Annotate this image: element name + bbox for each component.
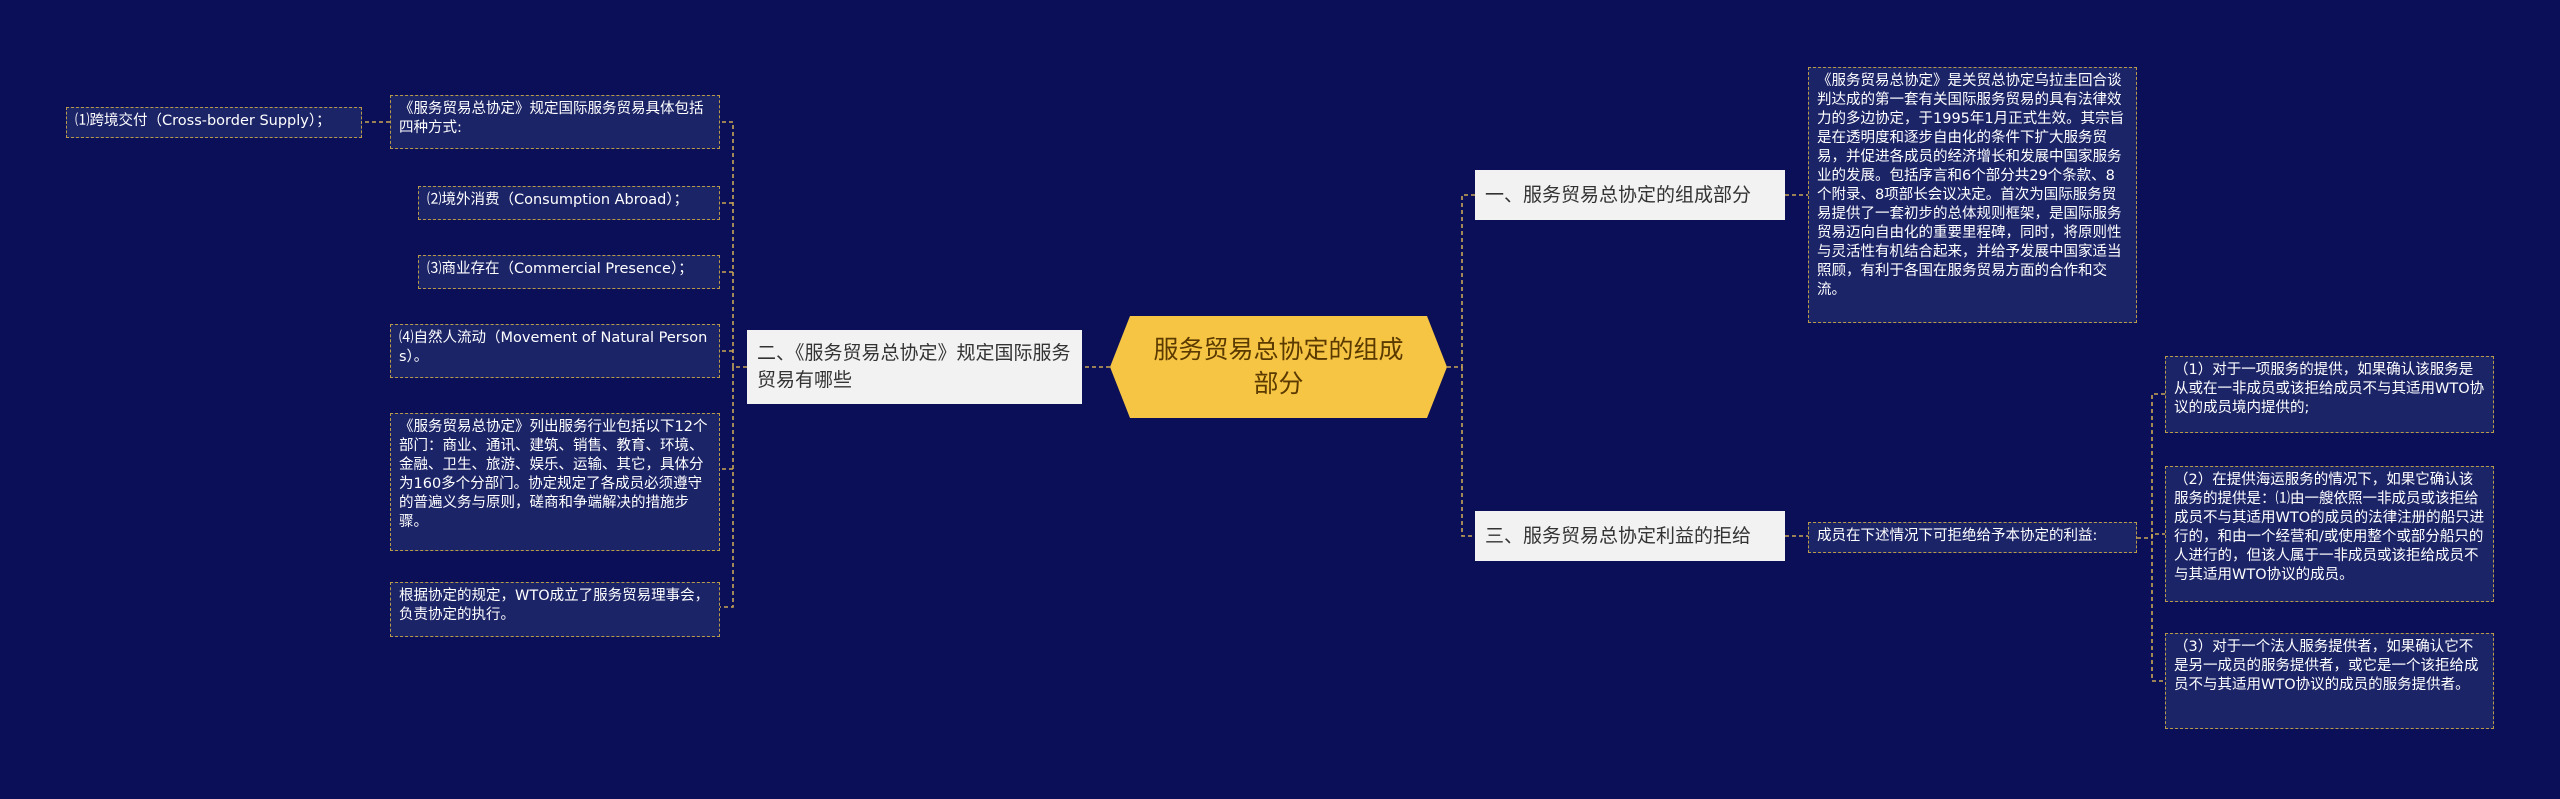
- leaf-mode-commercial-presence-text: ⑶商业存在（Commercial Presence）；: [427, 261, 693, 277]
- leaf-sectors-list-text: 《服务贸易总协定》列出服务行业包括以下12个部门：商业、通讯、建筑、销售、教育、…: [399, 419, 708, 530]
- leaf-mode-cross-border[interactable]: ⑴跨境交付（Cross-border Supply）；: [66, 107, 362, 138]
- root-topic[interactable]: 服务贸易总协定的组成部分: [1110, 316, 1447, 418]
- leaf-gats-overview[interactable]: 《服务贸易总协定》是关贸总协定乌拉圭回合谈判达成的第一套有关国际服务贸易的具有法…: [1808, 67, 2137, 323]
- leaf-four-modes-intro[interactable]: 《服务贸易总协定》规定国际服务贸易具体包括四种方式:: [390, 95, 720, 149]
- leaf-council-for-trade-in-services-text: 根据协定的规定，WTO成立了服务贸易理事会，负责协定的执行。: [399, 588, 710, 623]
- leaf-denial-item-3-text: （3）对于一个法人服务提供者，如果确认它不是另一成员的服务提供者，或它是一个该拒…: [2174, 639, 2479, 693]
- leaf-denial-intro[interactable]: 成员在下述情况下可拒绝给予本协定的利益:: [1808, 522, 2137, 553]
- leaf-denial-item-2[interactable]: （2）在提供海运服务的情况下，如果它确认该服务的提供是：⑴由一艘依照一非成员或该…: [2165, 466, 2494, 602]
- branch-denial-of-benefits[interactable]: 三、服务贸易总协定利益的拒给: [1475, 511, 1785, 561]
- root-title: 服务贸易总协定的组成部分: [1153, 335, 1404, 398]
- leaf-mode-commercial-presence[interactable]: ⑶商业存在（Commercial Presence）；: [418, 255, 720, 289]
- leaf-mode-consumption-abroad[interactable]: ⑵境外消费（Consumption Abroad）；: [418, 186, 720, 220]
- leaf-mode-cross-border-text: ⑴跨境交付（Cross-border Supply）；: [75, 113, 331, 129]
- leaf-sectors-list[interactable]: 《服务贸易总协定》列出服务行业包括以下12个部门：商业、通讯、建筑、销售、教育、…: [390, 413, 720, 551]
- leaf-denial-item-3[interactable]: （3）对于一个法人服务提供者，如果确认它不是另一成员的服务提供者，或它是一个该拒…: [2165, 633, 2494, 729]
- branch-service-trade-modes-label: 二、《服务贸易总协定》规定国际服务贸易有哪些: [757, 342, 1071, 391]
- leaf-four-modes-intro-text: 《服务贸易总协定》规定国际服务贸易具体包括四种方式:: [399, 101, 704, 136]
- leaf-council-for-trade-in-services[interactable]: 根据协定的规定，WTO成立了服务贸易理事会，负责协定的执行。: [390, 582, 720, 637]
- leaf-mode-natural-persons-text: ⑷自然人流动（Movement of Natural Persons）。: [399, 330, 708, 365]
- root-hexagon-shape: [1110, 316, 1447, 418]
- leaf-mode-natural-persons[interactable]: ⑷自然人流动（Movement of Natural Persons）。: [390, 324, 720, 378]
- leaf-gats-overview-text: 《服务贸易总协定》是关贸总协定乌拉圭回合谈判达成的第一套有关国际服务贸易的具有法…: [1817, 73, 2125, 298]
- leaf-denial-item-2-text: （2）在提供海运服务的情况下，如果它确认该服务的提供是：⑴由一艘依照一非成员或该…: [2174, 472, 2485, 583]
- leaf-mode-consumption-abroad-text: ⑵境外消费（Consumption Abroad）；: [427, 192, 689, 208]
- leaf-denial-item-1[interactable]: （1）对于一项服务的提供，如果确认该服务是从或在一非成员或该拒给成员不与其适用W…: [2165, 356, 2494, 433]
- branch-composition[interactable]: 一、服务贸易总协定的组成部分: [1475, 170, 1785, 220]
- leaf-denial-item-1-text: （1）对于一项服务的提供，如果确认该服务是从或在一非成员或该拒给成员不与其适用W…: [2174, 362, 2485, 416]
- leaf-denial-intro-text: 成员在下述情况下可拒绝给予本协定的利益:: [1817, 528, 2098, 544]
- branch-composition-label: 一、服务贸易总协定的组成部分: [1485, 183, 1752, 206]
- branch-denial-of-benefits-label: 三、服务贸易总协定利益的拒给: [1485, 524, 1752, 547]
- branch-service-trade-modes[interactable]: 二、《服务贸易总协定》规定国际服务贸易有哪些: [747, 330, 1082, 404]
